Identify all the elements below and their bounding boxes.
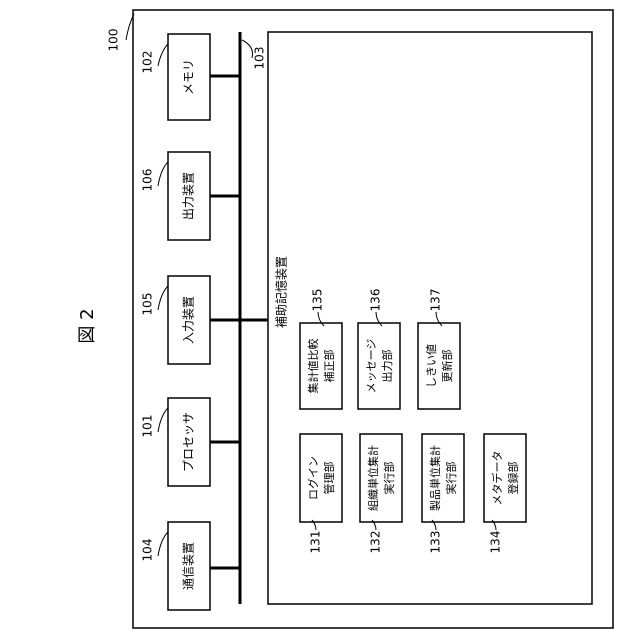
component-output-device: 出力装置 106 <box>141 152 211 240</box>
module-131-ref: 131 <box>309 531 323 554</box>
component-processor-label: プロセッサ <box>182 412 196 472</box>
component-comm-device: 通信装置 104 <box>141 522 211 610</box>
component-output-leader <box>158 162 168 186</box>
module-132-line1: 組織単位集計 <box>366 445 380 511</box>
component-memory: メモリ 102 <box>141 34 211 120</box>
component-memory-leader <box>158 44 168 66</box>
module-133-line1: 製品単位集計 <box>428 445 442 511</box>
component-comm-ref: 104 <box>141 539 155 562</box>
module-131-line1: ログイン <box>306 456 320 500</box>
component-input-label: 入力装置 <box>182 296 196 344</box>
module-134-line1: メタデータ <box>490 451 504 506</box>
module-134-ref: 134 <box>489 531 503 554</box>
module-metadata-register: メタデータ 登録部 134 <box>484 434 526 553</box>
component-memory-ref: 102 <box>141 51 155 74</box>
module-134-line2: 登録部 <box>506 462 520 495</box>
module-product-aggregate: 製品単位集計 実行部 133 <box>422 434 464 553</box>
module-login-management: ログイン 管理部 131 <box>300 434 342 553</box>
module-133-line2: 実行部 <box>444 462 458 495</box>
module-133-ref: 133 <box>429 531 443 554</box>
module-135-ref: 135 <box>311 289 325 312</box>
storage-label: 補助記憶装置 <box>274 256 289 328</box>
module-137-ref: 137 <box>429 289 443 312</box>
bus-ref: 103 <box>253 47 267 70</box>
component-input-leader <box>158 286 168 310</box>
component-output-ref: 106 <box>141 169 155 192</box>
component-input-device: 入力装置 105 <box>141 276 211 364</box>
component-processor-leader <box>158 408 168 432</box>
module-131-line2: 管理部 <box>322 462 336 495</box>
module-135-line2: 補正部 <box>322 350 336 383</box>
component-input-ref: 105 <box>141 293 155 316</box>
component-processor-ref: 101 <box>141 415 155 438</box>
bus-ref-leader <box>242 40 253 58</box>
module-132-ref: 132 <box>369 531 383 554</box>
figure-title: 図 2 <box>77 308 98 343</box>
component-output-label: 出力装置 <box>182 172 196 220</box>
module-132-line2: 実行部 <box>382 462 396 495</box>
module-org-aggregate: 組織単位集計 実行部 132 <box>360 434 402 553</box>
device-ref: 100 <box>107 29 121 52</box>
module-aggregate-compare: 集計値比較 補正部 135 <box>300 289 342 409</box>
component-comm-leader <box>158 532 168 556</box>
component-comm-label: 通信装置 <box>182 542 196 590</box>
module-136-line2: 出力部 <box>380 350 394 383</box>
module-137-line2: 更新部 <box>440 350 454 383</box>
component-processor: プロセッサ 101 <box>141 398 211 486</box>
module-135-line1: 集計値比較 <box>306 339 320 394</box>
module-136-ref: 136 <box>369 289 383 312</box>
component-memory-label: メモリ <box>182 59 196 95</box>
module-136-line1: メッセージ <box>365 339 378 394</box>
module-threshold-update: しきい値 更新部 137 <box>418 289 460 409</box>
module-message-output: メッセージ 出力部 136 <box>358 289 400 409</box>
module-137-line1: しきい値 <box>425 344 438 388</box>
